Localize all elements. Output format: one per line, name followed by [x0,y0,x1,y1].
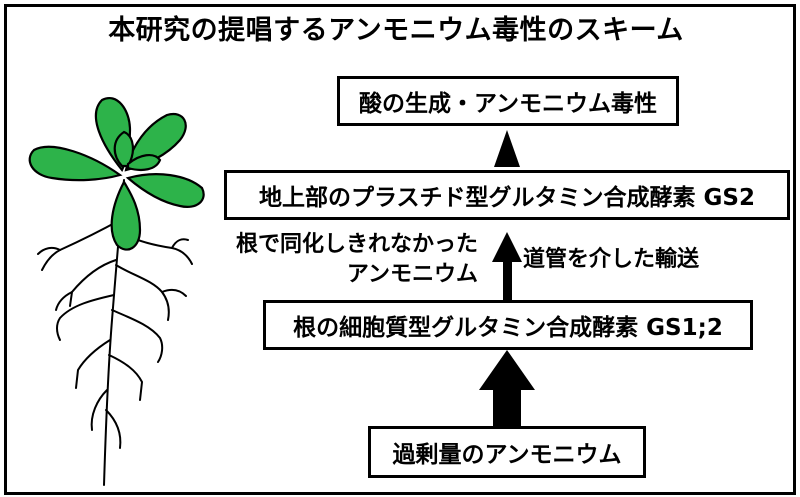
arrow-shaft-bottom-to-gs12 [493,388,521,426]
box-excess-ammonium: 過剰量のアンモニウム [368,426,646,478]
label-unassimilated-line2: アンモニウム [346,262,478,287]
box-gs12-label: 根の細胞質型グルタミン合成酵素 GS1;2 [293,315,723,341]
label-xylem-transport: 道管を介した輸送 [523,247,700,272]
diagram-frame [4,4,796,495]
plant-illustration [28,97,205,486]
box-gs2: 地上部のプラスチド型グルタミン合成酵素 GS2 [224,170,790,220]
arrow-shaft-gs12-to-gs2 [503,260,512,300]
box-acid-ammonium-toxicity-label: 酸の生成・アンモニウム毒性 [358,91,658,117]
arrow-head-bottom-to-gs12 [479,350,535,390]
box-excess-ammonium-label: 過剰量のアンモニウム [392,442,622,468]
arrow-gs2-to-top [494,130,520,167]
box-acid-ammonium-toxicity: 酸の生成・アンモニウム毒性 [337,76,679,126]
arrow-head-gs12-to-gs2 [492,232,522,262]
label-unassimilated-ammonium: 根で同化しきれなかった アンモニウム [216,230,478,290]
box-gs12: 根の細胞質型グルタミン合成酵素 GS1;2 [263,300,753,350]
label-unassimilated-line1: 根で同化しきれなかった [235,232,478,257]
box-gs2-label: 地上部のプラスチド型グルタミン合成酵素 GS2 [259,185,755,211]
leaves [28,97,205,251]
diagram-title: 本研究の提唱するアンモニウム毒性のスキーム [108,15,684,46]
